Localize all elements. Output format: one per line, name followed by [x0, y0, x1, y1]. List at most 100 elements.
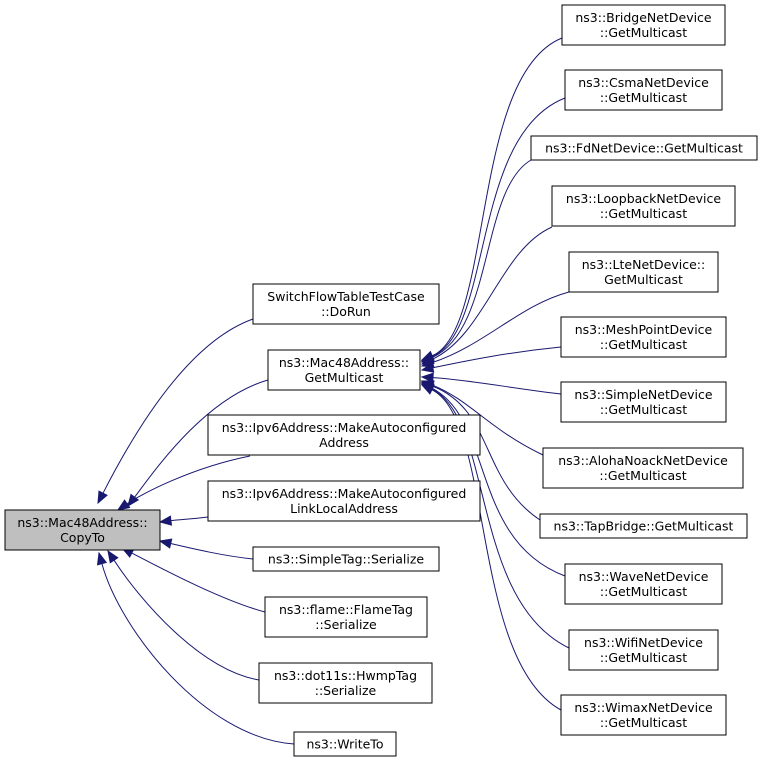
node-label-line: SwitchFlowTableTestCase — [267, 289, 425, 304]
node-label-line: ::Serialize — [315, 683, 377, 698]
edge-simplenet-to-getmulticast — [420, 372, 562, 395]
node-fd[interactable]: ns3::FdNetDevice::GetMulticast — [530, 135, 758, 161]
node-label-line: ns3::AlohaNoackNetDevice — [558, 453, 728, 468]
node-label-line: ns3::dot11s::HwmpTag — [274, 668, 417, 683]
node-simpletag[interactable]: ns3::SimpleTag::Serialize — [252, 546, 440, 572]
node-label-line: ns3::WriteTo — [307, 737, 384, 752]
edge-line — [431, 387, 566, 577]
edge-line — [126, 455, 251, 505]
node-label-line: Address — [319, 435, 369, 450]
edge-line — [431, 97, 566, 358]
node-label-line: ns3::LteNetDevice:: — [582, 257, 705, 272]
edge-line — [431, 389, 562, 711]
edge-simpletag-to-root — [158, 538, 254, 560]
node-box — [264, 596, 428, 638]
edge-loopback-to-getmulticast — [420, 226, 553, 365]
arrowhead — [97, 490, 108, 505]
arrowhead — [420, 384, 435, 395]
node-label-line: ns3::WaveNetDevice — [579, 569, 709, 584]
edge-fd-to-getmulticast — [420, 159, 532, 363]
node-tapbridge[interactable]: ns3::TapBridge::GetMulticast — [539, 513, 748, 539]
node-getmulticast[interactable]: ns3::Mac48Address::GetMulticast — [267, 349, 421, 391]
node-wimax[interactable]: ns3::WimaxNetDevice::GetMulticast — [560, 694, 727, 736]
node-switchflow[interactable]: SwitchFlowTableTestCase::DoRun — [252, 283, 440, 325]
node-box — [560, 694, 727, 736]
node-root[interactable]: ns3::Mac48Address::CopyTo — [4, 509, 161, 551]
node-box — [568, 629, 719, 671]
edge-line — [113, 559, 260, 681]
node-label-line: ns3::TapBridge::GetMulticast — [554, 519, 734, 534]
nodes-layer: ns3::Mac48Address::CopyTo SwitchFlowTable… — [4, 4, 758, 757]
node-box — [530, 135, 758, 161]
node-ipv6link[interactable]: ns3::Ipv6Address::MakeAutoconfiguredLink… — [207, 480, 481, 522]
edge-line — [432, 385, 541, 521]
node-label-line: ns3::FdNetDevice::GetMulticast — [545, 141, 743, 156]
node-label-line: ::GetMulticast — [600, 337, 687, 352]
arrowhead — [158, 538, 173, 549]
node-label-line: ::GetMulticast — [600, 25, 687, 40]
edge-line — [101, 563, 295, 745]
node-box — [252, 546, 440, 572]
node-writeto[interactable]: ns3::WriteTo — [293, 731, 397, 757]
arrowhead — [96, 551, 108, 566]
node-label-line: ns3::LoopbackNetDevice — [566, 191, 721, 206]
node-meshpoint[interactable]: ns3::MeshPointDevice::GetMulticast — [560, 316, 727, 358]
node-csma[interactable]: ns3::CsmaNetDevice::GetMulticast — [564, 69, 723, 111]
node-label-line: ::GetMulticast — [599, 468, 686, 483]
node-box — [539, 513, 748, 539]
node-bridge[interactable]: ns3::BridgeNetDevice::GetMulticast — [561, 4, 726, 46]
node-box — [207, 480, 481, 522]
node-box — [560, 381, 727, 423]
node-label-line: ns3::Mac48Address:: — [17, 515, 147, 530]
node-label-line: ::GetMulticast — [600, 650, 687, 665]
node-simplenet[interactable]: ns3::SimpleNetDevice::GetMulticast — [560, 381, 727, 423]
node-label-line: ::GetMulticast — [600, 206, 687, 221]
edge-bridge-to-getmulticast — [420, 37, 563, 361]
node-loopback[interactable]: ns3::LoopbackNetDevice::GetMulticast — [551, 185, 736, 227]
node-flametag[interactable]: ns3::flame::FlameTag::Serialize — [264, 596, 428, 638]
node-box — [561, 4, 726, 46]
node-box — [258, 662, 433, 704]
node-wave[interactable]: ns3::WaveNetDevice::GetMulticast — [564, 563, 723, 605]
node-label-line: ::GetMulticast — [600, 90, 687, 105]
node-label-line: ns3::SimpleNetDevice — [574, 387, 712, 402]
edge-line — [102, 318, 254, 494]
edge-line — [170, 543, 254, 560]
arrowhead — [158, 515, 173, 526]
arrowhead — [420, 362, 435, 373]
node-label-line: ::DoRun — [321, 304, 371, 319]
arrowhead — [420, 372, 434, 383]
node-label-line: ns3::WimaxNetDevice — [574, 700, 713, 715]
node-box — [560, 316, 727, 358]
arrowhead — [116, 499, 131, 511]
node-lte[interactable]: ns3::LteNetDevice::GetMulticast — [568, 251, 719, 293]
node-box — [564, 69, 723, 111]
node-label-line: CopyTo — [60, 530, 105, 545]
node-box — [568, 251, 719, 293]
node-box — [551, 185, 736, 227]
edge-switchflow-to-root — [97, 318, 254, 505]
node-ipv6auto[interactable]: ns3::Ipv6Address::MakeAutoconfiguredAddr… — [207, 414, 481, 456]
node-box — [564, 563, 723, 605]
node-aloha[interactable]: ns3::AlohaNoackNetDevice::GetMulticast — [542, 447, 744, 489]
node-label-line: ns3::SimpleTag::Serialize — [268, 552, 424, 567]
node-box — [267, 349, 421, 391]
edge-line — [431, 159, 532, 358]
node-hwmptag[interactable]: ns3::dot11s::HwmpTag::Serialize — [258, 662, 433, 704]
edge-line — [131, 552, 266, 613]
node-label-line: ns3::Ipv6Address::MakeAutoconfigured — [222, 486, 467, 501]
node-label-line: LinkLocalAddress — [290, 501, 398, 516]
node-box — [542, 447, 744, 489]
edge-line — [134, 379, 269, 498]
node-label-line: ns3::MeshPointDevice — [575, 322, 713, 337]
edge-hwmptag-to-root — [107, 549, 260, 681]
edge-line — [170, 516, 209, 522]
node-label-line: ::GetMulticast — [600, 402, 687, 417]
edge-line — [431, 226, 553, 360]
edge-line — [432, 346, 562, 369]
edge-line — [432, 377, 562, 395]
node-wifi[interactable]: ns3::WifiNetDevice::GetMulticast — [568, 629, 719, 671]
edge-writeto-to-root — [96, 551, 295, 745]
edge-line — [432, 384, 544, 456]
